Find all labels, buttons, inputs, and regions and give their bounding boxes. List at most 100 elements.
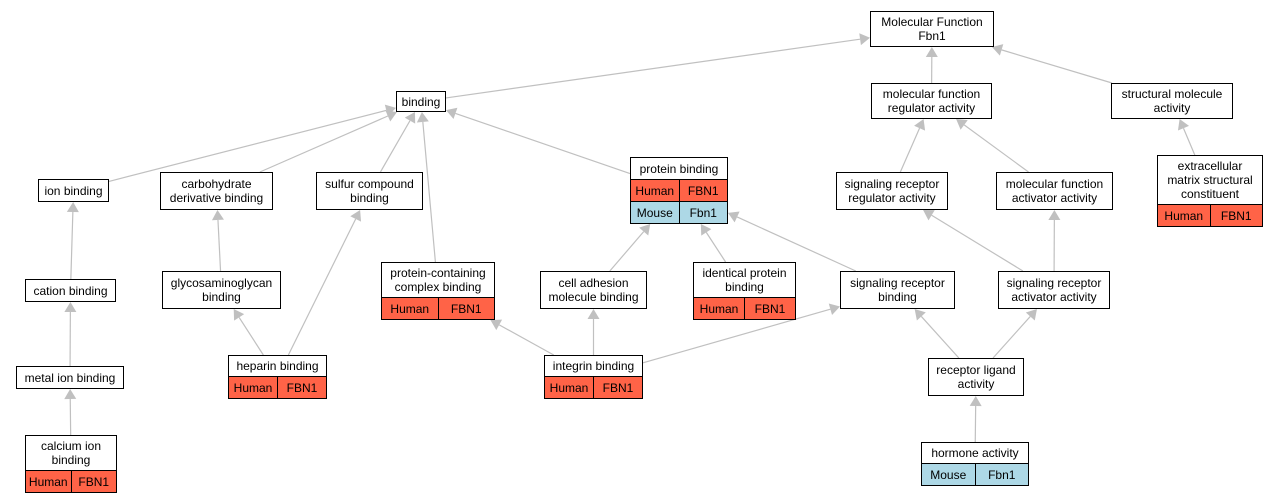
gene-cell: FBN1 [1209, 205, 1263, 226]
node-cation-binding[interactable]: cation binding [25, 279, 116, 302]
edge-gag_binding-to-carb_derivative [217, 219, 222, 272]
node-label: receptor ligand activity [936, 363, 1016, 391]
node-extracellular-matrix-structural-constituent[interactable]: extracellular matrix structural constitu… [1157, 155, 1263, 227]
organism-row: Human FBN1 [1158, 204, 1262, 226]
edge-carb_derivative-to-binding [259, 115, 389, 173]
arrowhead-sulfur_compound [350, 210, 362, 222]
arrowhead-binding [404, 112, 416, 124]
species-cell: Mouse [930, 467, 967, 482]
species-cell: Human [1164, 208, 1204, 223]
node-molecular-function-root[interactable]: Molecular Function Fbn1 [870, 11, 994, 47]
gene-cell: Fbn1 [678, 202, 728, 223]
gene-cell: FBN1 [277, 377, 326, 398]
edge-ion_binding-to-binding [108, 109, 387, 182]
node-structural-molecule-activity[interactable]: structural molecule activity [1111, 83, 1233, 119]
arrowhead-protein_binding [728, 211, 740, 223]
species-cell: Human [28, 474, 68, 489]
edge-ecm_structural-to-structural_molecule [1182, 127, 1196, 156]
node-label: cation binding [33, 283, 108, 298]
node-molecular-function-activator-activity[interactable]: molecular function activator activity [996, 172, 1113, 210]
node-label: calcium ion binding [40, 439, 102, 467]
node-ion-binding[interactable]: ion binding [38, 179, 109, 202]
node-label: protein-containing complex binding [390, 266, 486, 294]
node-label: structural molecule activity [1121, 87, 1223, 115]
node-label: cell adhesion molecule binding [548, 276, 639, 304]
arrowhead-mf_regulator [956, 119, 968, 130]
edge-sig_receptor_activator-to-sig_receptor_regulator [931, 214, 1024, 272]
arrowhead-mf_root [859, 33, 870, 46]
node-receptor-ligand-activity[interactable]: receptor ligand activity [928, 358, 1024, 396]
arrowhead-cell_adhesion [587, 309, 600, 319]
node-cell-adhesion-molecule-binding[interactable]: cell adhesion molecule binding [540, 271, 647, 309]
arrowhead-cation_binding [64, 302, 77, 313]
gene-cell: FBN1 [678, 180, 728, 201]
node-label: Molecular Function Fbn1 [881, 15, 983, 43]
arrowhead-sig_receptor_regulator [923, 210, 935, 221]
node-label: carbohydrate derivative binding [169, 177, 264, 205]
edge-sig_receptor_binding-to-protein_binding [736, 216, 857, 272]
arrowhead-binding [416, 112, 429, 123]
arrowhead-carb_derivative [211, 210, 224, 221]
node-label: metal ion binding [24, 370, 116, 385]
node-signaling-receptor-binding[interactable]: signaling receptor binding [840, 271, 955, 309]
edge-receptor_ligand-to-sig_receptor_activator [992, 316, 1031, 359]
node-label: extracellular matrix structural constitu… [1167, 159, 1253, 201]
gene-cell: FBN1 [593, 377, 642, 398]
node-binding[interactable]: binding [396, 91, 446, 112]
node-label: identical protein binding [702, 266, 787, 294]
arrowhead-protein_binding [700, 224, 712, 236]
node-signaling-receptor-activator-activity[interactable]: signaling receptor activator activity [998, 271, 1110, 309]
node-carbohydrate-derivative-binding[interactable]: carbohydrate derivative binding [160, 172, 273, 210]
arrowhead-receptor_ligand [969, 396, 982, 407]
species-cell: Human [549, 380, 589, 395]
node-label: signaling receptor regulator activity [844, 177, 940, 205]
edge-binding-to-mf_root [445, 38, 861, 99]
node-metal-ion-binding[interactable]: metal ion binding [16, 366, 124, 389]
arrowhead-binding [446, 107, 458, 120]
node-label: sulfur compound binding [325, 177, 414, 205]
species-cell: Human [699, 301, 739, 316]
arrowhead-structural_molecule [1177, 119, 1190, 131]
node-sulfur-compound-binding[interactable]: sulfur compound binding [316, 172, 423, 210]
arrowhead-sig_receptor_binding [914, 309, 926, 321]
node-signaling-receptor-regulator-activity[interactable]: signaling receptor regulator activity [836, 172, 948, 210]
edge-integrin-to-sig_receptor_binding [642, 308, 831, 364]
arrowhead-mf_root [925, 47, 938, 58]
node-label: protein binding [639, 161, 719, 176]
arrowhead-metal_ion [64, 389, 77, 400]
node-label: molecular function regulator activity [882, 87, 981, 115]
species-cell: Human [390, 301, 430, 316]
edge-structural_molecule-to-mf_root [1001, 49, 1113, 84]
arrowhead-mf_root [992, 44, 1004, 56]
node-label: hormone activity [931, 446, 1019, 460]
node-molecular-function-regulator-activity[interactable]: molecular function regulator activity [871, 83, 992, 119]
arrowhead-binding [385, 110, 398, 122]
edge-identical_protein-to-protein_binding [705, 232, 727, 263]
arrowhead-mf_activator [1048, 210, 1061, 221]
edge-cell_adhesion-to-protein_binding [609, 231, 645, 272]
arrowhead-protein_binding [639, 224, 651, 236]
node-label: integrin binding [552, 359, 635, 373]
node-glycosaminoglycan-binding[interactable]: glycosaminoglycan binding [162, 271, 281, 309]
node-label: ion binding [44, 183, 103, 198]
edge-protein_complex-to-binding [422, 121, 436, 263]
arrowhead-mf_regulator [914, 119, 926, 131]
species-cell: Human [635, 183, 675, 198]
gene-cell: FBN1 [744, 298, 795, 319]
node-label: signaling receptor activator activity [1006, 276, 1102, 304]
organism-row: Human FBN1 [545, 376, 642, 398]
arrowhead-gag_binding [233, 309, 245, 321]
